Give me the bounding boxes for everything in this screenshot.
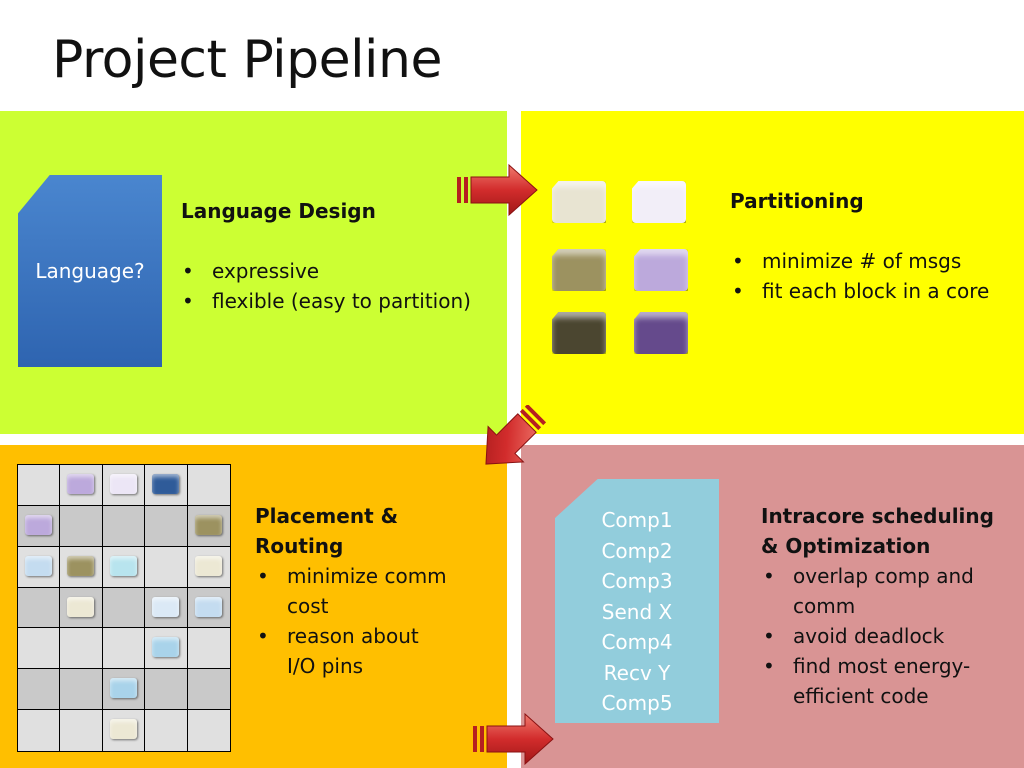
grid-block <box>152 474 180 494</box>
scheduling-bullet: avoid deadlock <box>761 621 1001 651</box>
grid-cell <box>18 546 61 588</box>
partition-block <box>634 249 688 291</box>
grid-cell <box>60 505 103 547</box>
partition-block <box>634 312 688 354</box>
grid-block <box>67 555 95 576</box>
grid-cell <box>187 710 230 751</box>
scheduling-bullet: find most energy-efficient code <box>761 651 1001 711</box>
grid-cell <box>187 546 230 588</box>
grid-cell <box>60 587 103 629</box>
placement-bullet: minimize comm cost <box>255 561 495 621</box>
scheduling-text: Intracore scheduling & Optimization over… <box>761 501 1001 711</box>
grid-cell <box>145 669 188 711</box>
partition-block <box>632 181 686 223</box>
grid-cell <box>187 587 230 629</box>
code-line: Comp5 <box>601 691 673 715</box>
code-document-shape: Comp1 Comp2 Comp3 Send X Comp4 Recv Y Co… <box>555 479 719 723</box>
grid-block <box>109 678 137 699</box>
partitioning-text: Partitioning minimize # of msgs fit each… <box>730 186 1015 306</box>
right-arrow-icon <box>473 712 554 766</box>
grid-cell <box>102 669 146 711</box>
grid-cell <box>18 587 61 629</box>
grid-block <box>152 596 180 617</box>
scheduling-heading-line2: & Optimization <box>761 534 931 558</box>
right-arrow-icon <box>457 163 538 217</box>
grid-block <box>109 474 137 494</box>
code-line: Recv Y <box>603 660 671 685</box>
grid-cell <box>18 628 61 670</box>
grid-cell <box>102 546 146 588</box>
grid-cell <box>187 465 230 506</box>
language-bullet: flexible (easy to partition) <box>180 286 501 316</box>
grid-block <box>25 514 52 535</box>
grid-cell <box>18 710 61 751</box>
grid-cell <box>60 669 103 711</box>
grid-cell <box>145 465 188 506</box>
partitioning-heading: Partitioning <box>730 189 864 213</box>
code-line: Send X <box>601 599 673 624</box>
grid-cell <box>60 710 103 751</box>
language-doc-label: Language? <box>35 259 145 283</box>
grid-block <box>67 596 95 617</box>
scheduling-heading-line1: Intracore scheduling <box>761 504 994 528</box>
grid-block <box>194 596 222 617</box>
placement-bullet: reason about I/O pins <box>255 621 495 681</box>
code-line: Comp2 <box>601 538 673 563</box>
grid-cell <box>18 669 61 711</box>
placement-heading-line2: Routing <box>255 534 344 558</box>
down-left-arrow-icon <box>485 405 547 465</box>
grid-cell <box>145 587 188 629</box>
grid-cell <box>187 669 230 711</box>
partitioning-bullet: minimize # of msgs <box>730 246 1015 276</box>
grid-block <box>152 637 180 658</box>
placement-text: Placement & Routing minimize comm cost r… <box>255 501 495 681</box>
language-bullet: expressive <box>180 256 501 286</box>
grid-cell <box>145 628 188 670</box>
partition-block <box>552 249 606 291</box>
grid-cell <box>18 505 61 547</box>
partition-block <box>552 312 606 354</box>
placement-heading-line1: Placement & <box>255 504 399 528</box>
grid-cell <box>60 628 103 670</box>
code-line: Comp4 <box>601 630 673 654</box>
grid-cell <box>102 465 146 506</box>
code-line: Comp3 <box>601 569 673 593</box>
placement-grid <box>17 464 231 752</box>
partitioning-bullet: fit each block in a core <box>730 276 1015 306</box>
grid-cell <box>60 465 103 506</box>
grid-block <box>194 514 222 535</box>
grid-cell <box>102 587 146 629</box>
language-design-heading: Language Design <box>181 199 376 223</box>
grid-block <box>109 555 137 576</box>
grid-cell <box>102 628 146 670</box>
grid-block <box>25 555 52 576</box>
grid-cell <box>60 546 103 588</box>
grid-cell <box>187 505 230 547</box>
grid-block <box>194 555 222 576</box>
grid-cell <box>102 710 146 751</box>
grid-block <box>109 719 137 740</box>
grid-cell <box>145 505 188 547</box>
grid-cell <box>187 628 230 670</box>
language-document-shape: Language? <box>18 175 162 367</box>
grid-cell <box>145 546 188 588</box>
grid-cell <box>18 465 61 506</box>
grid-cell <box>145 710 188 751</box>
slide-title: Project Pipeline <box>52 30 442 90</box>
language-design-text: Language Design expressive flexible (eas… <box>181 196 501 316</box>
partition-block <box>552 181 606 223</box>
scheduling-bullet: overlap comp and comm <box>761 561 1001 621</box>
grid-block <box>67 474 95 494</box>
grid-cell <box>102 505 146 547</box>
code-line: Comp1 <box>601 508 673 532</box>
